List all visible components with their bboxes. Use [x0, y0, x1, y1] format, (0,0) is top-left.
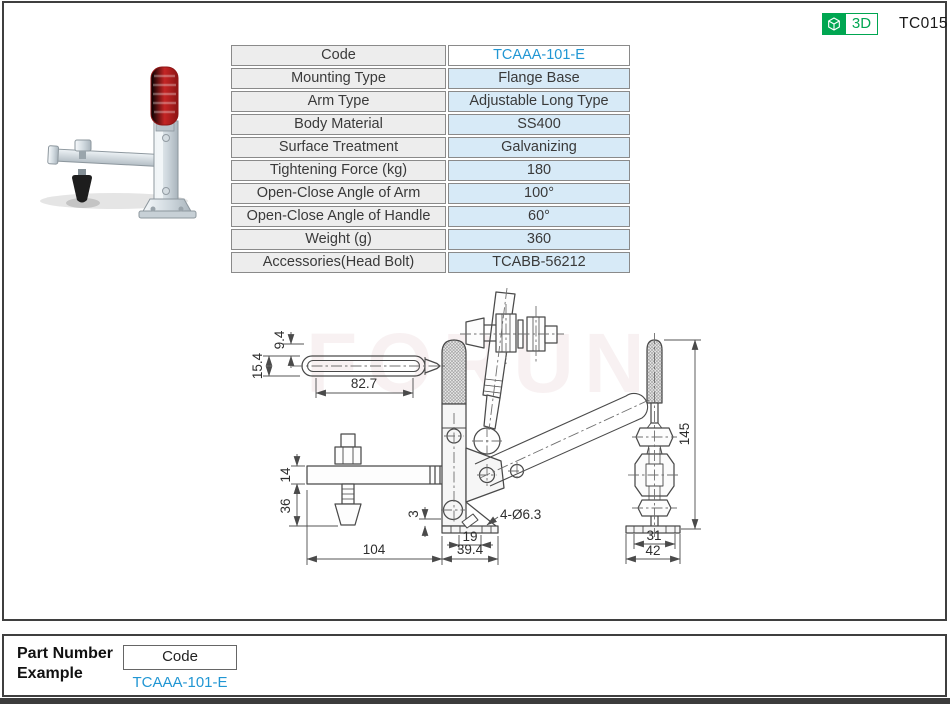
spec-value: 360	[448, 229, 630, 250]
spec-value: Adjustable Long Type	[448, 91, 630, 112]
spec-value-code: TCAAA-101-E	[448, 45, 630, 66]
spec-label: Weight (g)	[231, 229, 446, 250]
spec-value: SS400	[448, 114, 630, 135]
dim-base-width: 39.4	[457, 542, 484, 557]
dim-base-inner-width: 31	[646, 528, 661, 543]
dim-arm-bar-height: 14	[278, 467, 293, 483]
dim-arm-height: 15.4	[250, 352, 265, 379]
spec-label: Open-Close Angle of Arm	[231, 183, 446, 204]
spec-label: Tightening Force (kg)	[231, 160, 446, 181]
bottom-bar	[0, 698, 950, 704]
dim-overall-height: 145	[677, 423, 692, 446]
dim-arm-length: 104	[363, 542, 386, 557]
3d-badge-label: 3D	[846, 13, 878, 35]
spec-value: 60°	[448, 206, 630, 227]
spec-value: 180	[448, 160, 630, 181]
dim-hole-pitch: 19	[462, 529, 477, 544]
dim-hole-callout: 4-Ø6.3	[500, 507, 541, 522]
centerlines	[292, 287, 681, 537]
spec-label: Arm Type	[231, 91, 446, 112]
dim-base-lip: 3	[406, 510, 421, 518]
spec-label: Surface Treatment	[231, 137, 446, 158]
cube-3d-icon	[822, 13, 846, 35]
part-number-title-line2: Example	[17, 665, 83, 682]
part-number-value: TCAAA-101-E	[132, 674, 228, 691]
spec-label: Open-Close Angle of Handle	[231, 206, 446, 227]
dim-arm-thickness: 9.4	[272, 330, 287, 349]
header-right: 3D TC015	[822, 13, 948, 35]
code-heading-box: Code	[123, 645, 237, 670]
spec-value: Galvanizing	[448, 137, 630, 158]
dimension-labels: 82.7 15.4 9.4 14 36 104 39.4 19 3 4-Ø6.3…	[250, 330, 692, 558]
spec-label: Accessories(Head Bolt)	[231, 252, 446, 273]
spec-value: Flange Base	[448, 68, 630, 89]
3d-model-badge[interactable]: 3D	[822, 13, 878, 35]
dim-base-outer-width: 42	[645, 543, 660, 558]
spec-label: Code	[231, 45, 446, 66]
spec-label: Mounting Type	[231, 68, 446, 89]
technical-drawing: 82.7 15.4 9.4 14 36 104 39.4 19 3 4-Ø6.3…	[250, 287, 701, 565]
spec-label: Body Material	[231, 114, 446, 135]
part-number-title: Part Number Example	[17, 644, 113, 684]
catalog-page-frame: Code TCAAA-101-E Mounting Type Flange Ba…	[2, 1, 948, 621]
part-number-title-line1: Part Number	[17, 645, 114, 662]
page-code: TC015	[899, 15, 949, 32]
drawing-outlines	[301, 291, 681, 534]
dim-spindle-reach: 36	[278, 498, 293, 513]
spec-table: Code TCAAA-101-E Mounting Type Flange Ba…	[231, 45, 630, 273]
part-number-example: Part Number Example Code TCAAA-101-E	[2, 634, 947, 697]
spec-value: 100°	[448, 183, 630, 204]
product-photo	[40, 66, 197, 219]
dim-arm-slot-length: 82.7	[351, 376, 377, 391]
dimension-lines	[263, 332, 701, 565]
spec-value: TCABB-56212	[448, 252, 630, 273]
